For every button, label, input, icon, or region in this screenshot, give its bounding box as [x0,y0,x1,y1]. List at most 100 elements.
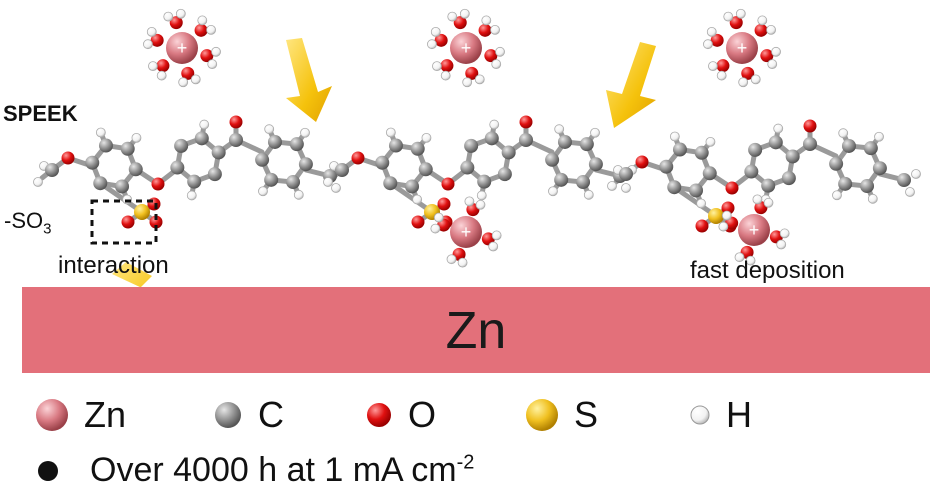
h-atom [421,132,432,143]
zinc-ion [166,32,198,64]
c-atom [829,156,844,171]
interaction-box [90,199,158,245]
h-atom [705,136,716,147]
c-atom [667,180,682,195]
c-atom [289,137,304,152]
h-atom [867,193,878,204]
c-atom [761,178,776,193]
down-arrow-right [606,42,656,128]
h-atom [838,128,849,139]
c-atom [211,145,226,160]
h-atom [735,8,746,19]
c-atom [174,138,189,153]
h-atom [911,169,921,179]
o-atom [200,49,214,63]
sulfur-atom [134,204,150,220]
o-atom [695,219,709,233]
h-atom [491,230,502,241]
h-atom [190,74,201,85]
zn-electrode: Zn [22,287,930,373]
h-atom [432,61,442,72]
c-atom [128,162,143,177]
o-atom [440,59,454,73]
h-atom [207,59,218,69]
o-atom [169,16,183,30]
h-atom [757,15,768,26]
h-atom [874,131,884,142]
h-atom [548,186,558,197]
h-atom [489,119,500,130]
h-atom [607,181,617,191]
h-atom [771,46,781,57]
c-atom [267,134,282,149]
o-atom [441,177,455,191]
c-atom [803,137,817,151]
c-atom [464,138,479,153]
c-atom [93,176,108,191]
h-atom [446,254,457,265]
h-atom [750,74,761,85]
c-atom [768,135,783,150]
bond [671,184,719,219]
c-atom [405,179,420,194]
h-atom [488,241,499,252]
o-atom [710,33,724,47]
h-atom [197,15,208,26]
h-atom [258,186,268,197]
h-atom [905,187,915,197]
h-atom [779,228,790,239]
o-atom [437,197,451,211]
c-atom [689,183,704,198]
bond [97,180,145,215]
speek-label: SPEEK [3,101,78,126]
h-atom [148,61,158,72]
o-atom [151,177,165,191]
c-atom [659,159,674,174]
o-atom [229,115,243,129]
h-atom [175,8,186,19]
bond [387,180,435,215]
sulfonate-label: -SO3 [4,208,52,238]
c-atom [120,141,135,156]
interaction-label: interaction [58,252,169,279]
c-atom [897,173,911,187]
lightning-bolt-icon [112,262,182,326]
h-atom [331,183,341,193]
h-atom [163,11,174,22]
c-atom [418,162,433,177]
h-atom [474,74,485,85]
h-atom [433,212,444,223]
h-atom [734,252,745,263]
h-atom [716,70,727,81]
sulfur-atom-icon [526,399,558,431]
h-atom [323,177,333,187]
o-atom [181,66,195,80]
h-atom [708,61,718,72]
h-atom [491,59,502,69]
zinc-ion [726,32,758,64]
h-atom [33,177,43,187]
c-atom [229,133,243,147]
cation-charge-label: + [737,38,748,58]
h-atom [156,70,167,81]
legend-item-zn: Zn [34,392,126,438]
c-atom [554,172,569,187]
zinc-ion [450,216,482,248]
cation-charge-label: + [749,220,760,240]
c-atom [863,141,878,156]
h-atom [738,77,749,88]
c-atom [115,179,130,194]
c-atom [545,152,560,167]
legend-item-s: S [524,392,598,438]
h-atom [481,15,492,26]
molecule-atoms: +++++ [33,8,921,268]
o-atom [61,151,75,165]
o-atom [434,33,448,47]
o-atom [754,23,768,37]
h-atom [146,27,157,37]
c-atom [694,145,709,160]
o-atom [803,119,817,133]
o-atom [121,215,135,229]
h-atom [703,39,713,50]
c-atom [588,157,603,172]
